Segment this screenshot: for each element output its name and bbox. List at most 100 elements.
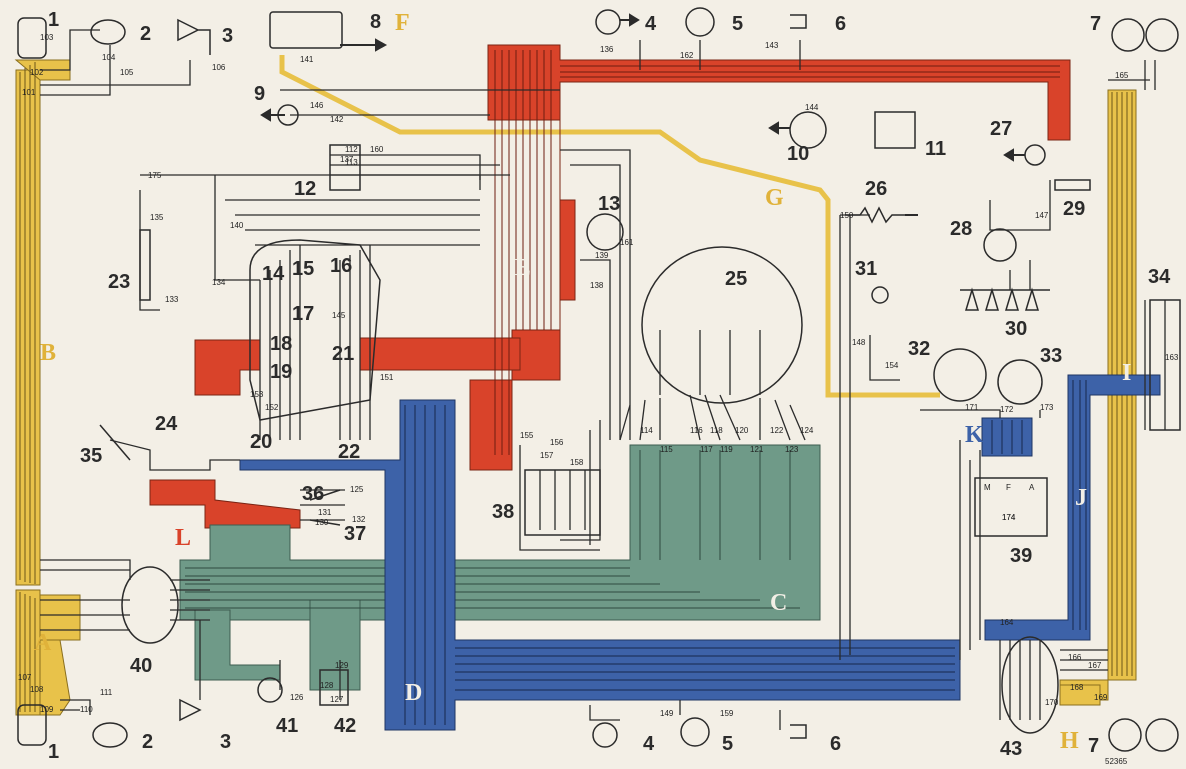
wire-number-128: 128 [320,681,334,690]
headlamp-1-top [17,17,47,59]
harness-label-h: H [1060,728,1079,754]
lamp-7-bottom-left [1108,718,1142,752]
wire-number-145: 145 [332,311,346,320]
block-k-lines [991,420,1023,454]
wire-number-142: 142 [330,115,344,124]
wire-number-113: 113 [345,158,358,167]
panel-38 [524,469,601,536]
harness-label-a: A [34,630,52,656]
harness-label-i: I [1122,360,1131,386]
wire-number-126: 126 [290,693,304,702]
wiring [40,29,1166,730]
plugs-30 [960,287,1050,311]
switch-5-top [685,7,715,37]
wire-number-170: 170 [1045,698,1059,707]
wire-number-137: 137 [340,155,354,164]
harness-label-g: G [765,185,784,211]
component-number-23: 23 [108,271,130,293]
box-label-f: F [1006,483,1011,492]
harness-yellow-left [14,59,81,716]
component-number-21: 21 [332,343,354,365]
dynamo-32 [933,348,987,402]
component-number-8: 8 [370,11,381,33]
wire-number-155: 155 [520,431,534,440]
wire-number-130: 130 [315,518,329,527]
component-number-25: 25 [725,268,747,290]
wire-number-105: 105 [120,68,134,77]
component-number-17: 17 [292,303,314,325]
wire-number-151: 151 [380,373,394,382]
component-number-12: 12 [294,178,316,200]
wire-number-172: 172 [1000,405,1014,414]
component-number-29: 29 [1063,198,1085,220]
component-number-3: 3 [222,25,233,47]
wire-number-101: 101 [22,88,36,97]
harness-label-f: F [395,10,410,36]
component-number-22: 22 [338,441,360,463]
horn-3-bottom [179,698,202,722]
component-number-33: 33 [1040,345,1062,367]
wire-number-173: 173 [1040,403,1054,412]
wire-number-162: 162 [680,51,694,60]
wire-number-152: 152 [265,403,279,412]
component-number-35: 35 [80,445,102,467]
arrows [260,13,1025,216]
box-label-m: M [984,483,991,492]
wire-number-116: 116 [690,426,703,435]
component-number-10: 10 [787,143,809,165]
wire-number-133: 133 [165,295,179,304]
wire-number-166: 166 [1068,653,1082,662]
wire-number-131: 131 [318,508,332,517]
block-k [981,417,1033,457]
wire-number-129: 129 [335,661,349,670]
lamp-7-top-right [1145,18,1179,52]
wire-number-154: 154 [885,361,899,370]
wire-number-141: 141 [300,55,314,64]
wire-number-121: 121 [750,445,764,454]
wire-number-159: 159 [720,709,734,718]
coil-29 [1054,179,1091,191]
sidelamp-2-top [90,19,126,45]
wire-number-150: 150 [840,211,854,220]
wire-number-175: 175 [148,171,162,180]
component-number-32: 32 [908,338,930,360]
wire-number-167: 167 [1088,661,1102,670]
relay-13 [586,213,624,251]
component-number-27: 27 [990,118,1012,140]
component-number-43: 43 [1000,738,1022,760]
component-number-20: 20 [250,431,272,453]
wire-number-158: 158 [570,458,584,467]
component-number-37: 37 [344,523,366,545]
wire-number-161: 161 [620,238,634,247]
wire-number-149: 149 [660,709,674,718]
component-number-40: 40 [130,655,152,677]
switch-35 [99,424,131,461]
wire-number-103: 103 [40,33,54,42]
component-number-5: 5 [732,13,743,35]
lamp-4-bottom [592,722,618,748]
harness-label-b: B [40,340,56,366]
harness-label-j: J [1075,485,1087,511]
wire-number-144: 144 [805,103,819,112]
wire-number-164: 164 [1000,618,1014,627]
harness-blue-d-lines [404,405,955,725]
wire-number-104: 104 [102,53,116,62]
component-number-41: 41 [276,715,298,737]
lamp-34 [1149,299,1181,431]
instrument-panel-25 [641,246,803,404]
wire-number-157: 157 [540,451,554,460]
component-number-14: 14 [262,263,285,285]
gauge-23 [139,229,151,301]
box-label-a: A [1029,483,1035,492]
connector-40 [121,566,179,644]
switch-6-top [790,14,807,29]
switch-5-bottom [680,717,710,747]
wire-number-143: 143 [765,41,779,50]
harness-label-d: D [405,680,422,706]
drawing-number: 52365 [1105,757,1128,766]
lamp-7-bottom-right [1145,718,1179,752]
harness-yellow-g [279,55,940,398]
